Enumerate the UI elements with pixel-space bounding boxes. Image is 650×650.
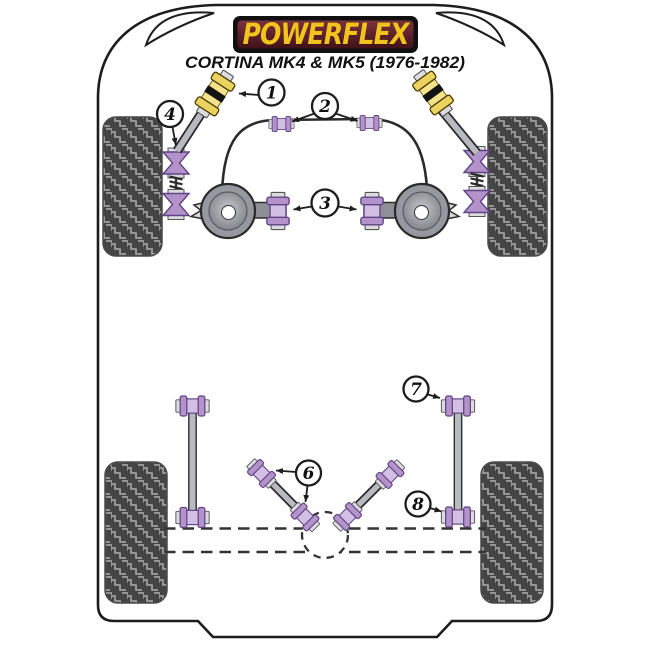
trailing-arm-front-bush — [440, 395, 476, 417]
right-cowl-vent-outline — [435, 11, 506, 48]
rear-left-trailing-arm — [175, 395, 210, 529]
callout-3: 3 — [293, 188, 357, 218]
front-left-strut — [173, 65, 240, 154]
callout-7-number: 7 — [410, 380, 422, 400]
logo-text: POWERFLEX — [243, 17, 411, 51]
rear-left-upper-arm — [243, 455, 323, 535]
callout-4-number: 4 — [164, 105, 176, 125]
front-right-tire — [487, 116, 548, 257]
front-right-strut — [407, 65, 481, 157]
left-cowl-vent-outline — [144, 11, 215, 48]
callout-4: 4 — [155, 99, 185, 146]
callout-2-number: 2 — [318, 97, 331, 117]
trailing-arm-rear-bush — [440, 506, 476, 528]
rear-left-tire — [104, 461, 168, 604]
callout-1: 1 — [238, 78, 286, 107]
car-body-outline — [96, 3, 554, 639]
callout-2: 2 — [291, 91, 358, 123]
control-arm-bush-left — [266, 191, 290, 231]
callout-6-number: 6 — [303, 464, 315, 484]
rear-right-tire — [480, 461, 544, 604]
callout-7: 7 — [402, 375, 441, 403]
anti-roll-bar-bush-left — [268, 115, 295, 133]
front-left-control-arm — [188, 182, 290, 240]
powerflex-logo: POWERFLEX — [233, 16, 418, 53]
diagram-subtitle: CORTINA MK4 & MK5 (1976-1982) — [185, 53, 465, 72]
callout-8: 8 — [404, 490, 442, 518]
front-right-control-arm — [360, 182, 462, 240]
callout-8-number: 8 — [411, 495, 424, 515]
trailing-arm-front-bush — [175, 395, 210, 417]
anti-roll-bar-bush-right — [356, 114, 383, 132]
front-left-tire — [102, 116, 163, 257]
callout-6: 6 — [275, 459, 323, 503]
callout-3-number: 3 — [319, 194, 331, 214]
rear-right-trailing-arm — [440, 395, 476, 528]
callout-1-number: 1 — [266, 84, 278, 104]
trailing-arm-rear-bush — [175, 506, 210, 529]
front-left-tiebar-bush-stack — [162, 147, 190, 221]
front-right-tiebar-bush-stack — [463, 145, 491, 218]
rear-right-upper-arm — [329, 456, 408, 535]
control-arm-bush-right — [360, 191, 384, 231]
